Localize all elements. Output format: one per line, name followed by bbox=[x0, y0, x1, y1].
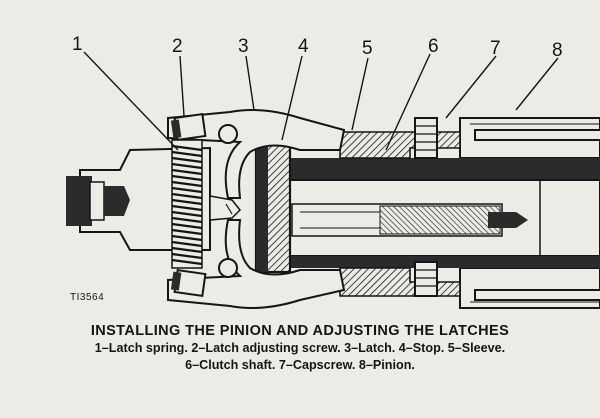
pinion-assembly-drawing: 1 2 3 4 5 6 7 8 TI3564 bbox=[66, 34, 600, 309]
callout-6: 6 bbox=[428, 36, 439, 57]
caption-title: INSTALLING THE PINION AND ADJUSTING THE … bbox=[90, 323, 510, 339]
latch-spring bbox=[171, 139, 203, 269]
figure-caption: INSTALLING THE PINION AND ADJUSTING THE … bbox=[0, 322, 600, 374]
latch-adjusting-screw-top bbox=[170, 113, 207, 141]
capscrew-top bbox=[414, 117, 438, 159]
pinion bbox=[459, 117, 600, 309]
stop bbox=[254, 140, 292, 274]
callout-3: 3 bbox=[238, 36, 249, 57]
legend-line-2: 6–Clutch shaft. 7–Capscrew. 8–Pinion. bbox=[185, 358, 415, 372]
latch-lower bbox=[167, 219, 346, 309]
clutch-shaft bbox=[289, 158, 600, 268]
callout-5: 5 bbox=[362, 38, 373, 59]
callout-7: 7 bbox=[490, 38, 501, 59]
latch-adjusting-screw-bottom bbox=[170, 269, 207, 297]
leader-lines bbox=[83, 51, 559, 151]
legend-line-1: 1–Latch spring. 2–Latch adjusting screw.… bbox=[94, 341, 506, 355]
latch-upper bbox=[167, 109, 346, 199]
capscrew-bottom bbox=[414, 261, 438, 297]
callout-2: 2 bbox=[172, 36, 183, 57]
figure-number: TI3564 bbox=[70, 292, 104, 303]
callout-1: 1 bbox=[72, 34, 83, 55]
drive-housing bbox=[66, 146, 242, 251]
callout-8: 8 bbox=[552, 40, 563, 61]
callout-4: 4 bbox=[298, 36, 309, 57]
